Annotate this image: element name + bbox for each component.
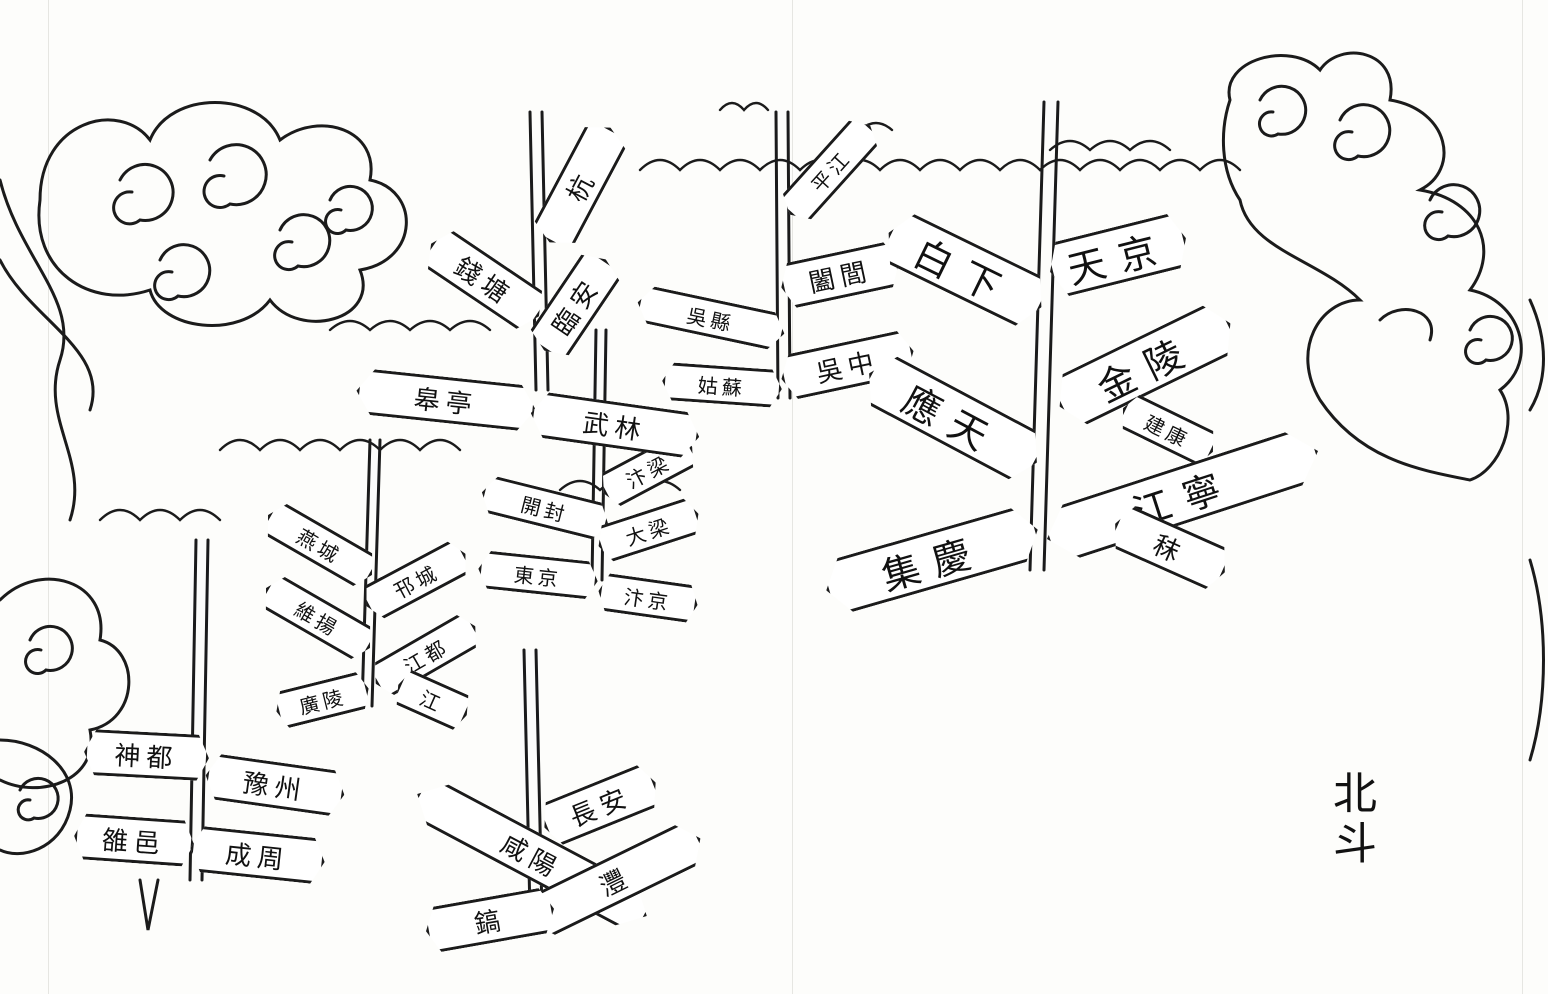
signpost-plank: 神都 [83,729,210,781]
place-name: 秣 [1148,530,1190,571]
place-name: 武林 [580,408,649,447]
paper-fold [48,0,49,994]
place-name: 皋亭 [412,384,480,421]
signpost-plank: 雒邑 [73,813,196,867]
place-name: 江 [416,685,448,718]
place-name: 汴京 [622,584,674,615]
place-name: 吳縣 [684,302,737,337]
place-name: 東京 [512,562,563,591]
paper-fold [1522,0,1523,994]
place-name: 開封 [518,492,571,527]
place-name: 姑蘇 [697,372,747,401]
place-name: 杭 [561,165,603,208]
cloud-left [0,101,408,856]
beidou-caption: 北斗 [1325,770,1376,870]
cloud-right [1222,51,1545,762]
place-name: 神都 [113,740,180,775]
place-name: 廣陵 [296,684,350,719]
place-name: 鎬 [472,904,509,941]
paper-fold [792,0,793,994]
place-name: 豫州 [240,768,309,807]
place-name: 闔閭 [806,256,875,299]
place-name: 成周 [223,839,291,876]
place-name: 雒邑 [100,825,167,860]
place-name: 灃 [595,861,638,903]
